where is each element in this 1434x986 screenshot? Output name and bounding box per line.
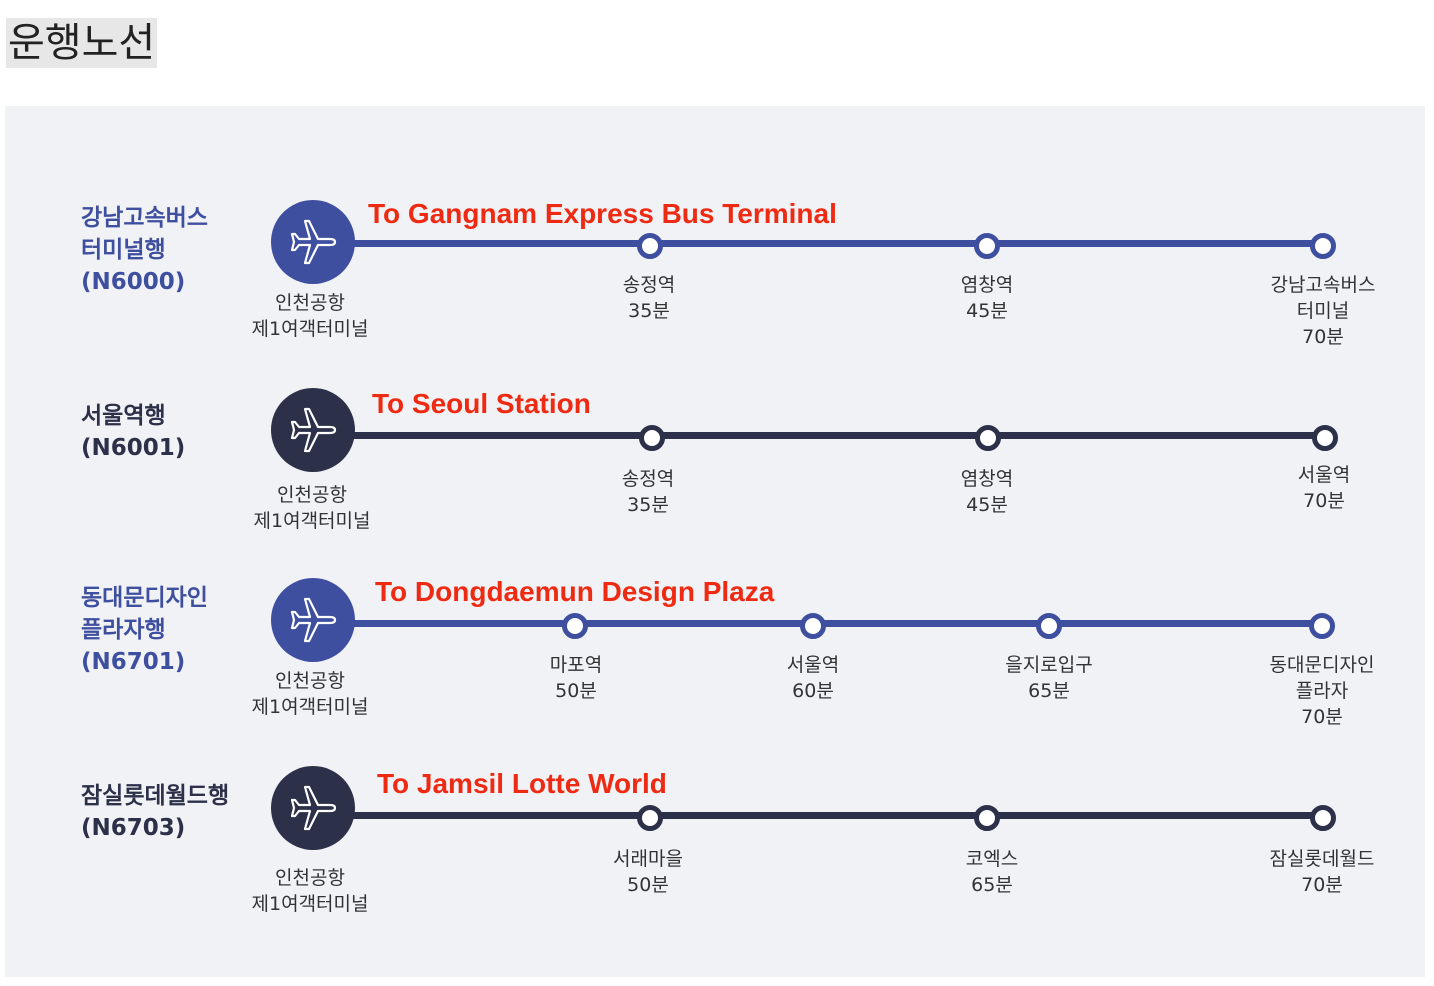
route-name: 서울역행 (N6001) bbox=[81, 400, 185, 464]
stop-name: 을지로입구 bbox=[1005, 654, 1093, 676]
route-name-code: (N6701) bbox=[81, 649, 186, 675]
airplane-icon bbox=[271, 388, 355, 472]
airplane-icon bbox=[271, 766, 355, 850]
route-name-line: 강남고속버스 bbox=[81, 205, 208, 231]
route-map-panel: 강남고속버스 터미널행 (N6000) To Gangnam Express B… bbox=[5, 106, 1425, 977]
route-line bbox=[305, 812, 1325, 819]
stop-dot bbox=[637, 233, 663, 259]
stop-time: 70분 bbox=[1302, 326, 1344, 348]
stop-time: 50분 bbox=[555, 680, 597, 702]
airplane-icon bbox=[271, 200, 355, 284]
origin-line: 인천공항 bbox=[275, 292, 345, 314]
stop-name: 동대문디자인 bbox=[1269, 654, 1375, 676]
origin-label: 인천공항 제1여객터미널 bbox=[230, 290, 390, 342]
route-name: 잠실롯데월드행 (N6703) bbox=[81, 780, 229, 844]
stop-dot bbox=[639, 425, 665, 451]
stop-name: 마포역 bbox=[549, 654, 603, 676]
route-name-code: (N6000) bbox=[81, 269, 186, 295]
stop-time: 65분 bbox=[971, 874, 1013, 896]
route-name: 동대문디자인 플라자행 (N6701) bbox=[81, 582, 208, 678]
route-name: 강남고속버스 터미널행 (N6000) bbox=[81, 202, 208, 298]
origin-line: 제1여객터미널 bbox=[251, 696, 369, 718]
origin-line: 인천공항 bbox=[277, 484, 347, 506]
page-title: 운행노선 bbox=[6, 18, 158, 68]
stop-label: 동대문디자인 플라자 70분 bbox=[1232, 652, 1412, 730]
airplane-icon bbox=[271, 578, 355, 662]
stop-name: 염창역 bbox=[960, 468, 1014, 490]
stop-name: 송정역 bbox=[621, 468, 675, 490]
route-name-code: (N6001) bbox=[81, 435, 186, 461]
stop-name: 터미널 bbox=[1296, 300, 1350, 322]
stop-dot bbox=[800, 613, 826, 639]
stop-label: 염창역 45분 bbox=[897, 272, 1077, 324]
stop-dot bbox=[1310, 805, 1336, 831]
route-n6701: 동대문디자인 플라자행 (N6701) To Dongdaemun Design… bbox=[5, 576, 1425, 736]
stop-time: 70분 bbox=[1303, 490, 1345, 512]
stop-dot bbox=[562, 613, 588, 639]
route-name-line: 플라자행 bbox=[81, 617, 166, 643]
origin-line: 제1여객터미널 bbox=[251, 318, 369, 340]
stop-dot bbox=[1036, 613, 1062, 639]
stop-label: 서래마을 50분 bbox=[558, 846, 738, 898]
stop-dot bbox=[1310, 233, 1336, 259]
route-name-line: 서울역행 bbox=[81, 403, 166, 429]
stop-label: 송정역 35분 bbox=[558, 466, 738, 518]
stop-time: 35분 bbox=[628, 300, 670, 322]
english-label: To Dongdaemun Design Plaza bbox=[375, 576, 775, 607]
route-name-line: 동대문디자인 bbox=[81, 585, 208, 611]
stop-label: 송정역 35분 bbox=[559, 272, 739, 324]
stop-name: 염창역 bbox=[960, 274, 1014, 296]
stop-time: 45분 bbox=[966, 300, 1008, 322]
stop-time: 60분 bbox=[792, 680, 834, 702]
stop-dot bbox=[974, 805, 1000, 831]
stop-time: 70분 bbox=[1301, 874, 1343, 896]
stop-time: 70분 bbox=[1301, 706, 1343, 728]
stop-time: 65분 bbox=[1028, 680, 1070, 702]
stop-name: 플라자 bbox=[1295, 680, 1349, 702]
stop-label: 마포역 50분 bbox=[486, 652, 666, 704]
stop-dot bbox=[1312, 425, 1338, 451]
english-label: To Jamsil Lotte World bbox=[377, 768, 667, 799]
stop-name: 강남고속버스 bbox=[1270, 274, 1376, 296]
stop-label: 을지로입구 65분 bbox=[959, 652, 1139, 704]
route-n6001: 서울역행 (N6001) To Seoul Station 인천공항 제1여객터… bbox=[5, 388, 1425, 548]
route-line bbox=[305, 240, 1325, 247]
origin-label: 인천공항 제1여객터미널 bbox=[230, 865, 390, 917]
stop-time: 50분 bbox=[627, 874, 669, 896]
stop-label: 잠실롯데월드 70분 bbox=[1232, 846, 1412, 898]
stop-name: 코엑스 bbox=[965, 848, 1019, 870]
stop-dot bbox=[1309, 613, 1335, 639]
stop-dot bbox=[974, 233, 1000, 259]
stop-dot bbox=[975, 425, 1001, 451]
route-n6000: 강남고속버스 터미널행 (N6000) To Gangnam Express B… bbox=[5, 196, 1425, 356]
stop-label: 서울역 70분 bbox=[1234, 462, 1414, 514]
route-name-line: 잠실롯데월드행 bbox=[81, 783, 230, 809]
stop-label: 서울역 60분 bbox=[723, 652, 903, 704]
origin-line: 인천공항 bbox=[275, 670, 345, 692]
english-label: To Gangnam Express Bus Terminal bbox=[368, 198, 837, 229]
stop-time: 35분 bbox=[627, 494, 669, 516]
route-line bbox=[305, 432, 1325, 439]
stop-label: 강남고속버스 터미널 70분 bbox=[1233, 272, 1413, 350]
stop-label: 코엑스 65분 bbox=[902, 846, 1082, 898]
stop-label: 염창역 45분 bbox=[897, 466, 1077, 518]
stop-dot bbox=[637, 805, 663, 831]
origin-label: 인천공항 제1여객터미널 bbox=[232, 482, 392, 534]
stop-name: 서울역 bbox=[786, 654, 840, 676]
route-name-code: (N6703) bbox=[81, 815, 186, 841]
stop-name: 서울역 bbox=[1297, 464, 1351, 486]
origin-label: 인천공항 제1여객터미널 bbox=[230, 668, 390, 720]
stop-name: 서래마을 bbox=[613, 848, 683, 870]
origin-line: 인천공항 bbox=[275, 867, 345, 889]
origin-line: 제1여객터미널 bbox=[253, 510, 371, 532]
stop-name: 송정역 bbox=[622, 274, 676, 296]
stop-time: 45분 bbox=[966, 494, 1008, 516]
stop-name: 잠실롯데월드 bbox=[1269, 848, 1375, 870]
route-n6703: 잠실롯데월드행 (N6703) To Jamsil Lotte World 인천… bbox=[5, 766, 1425, 928]
route-name-line: 터미널행 bbox=[81, 237, 166, 263]
english-label: To Seoul Station bbox=[372, 388, 591, 419]
origin-line: 제1여객터미널 bbox=[251, 893, 369, 915]
